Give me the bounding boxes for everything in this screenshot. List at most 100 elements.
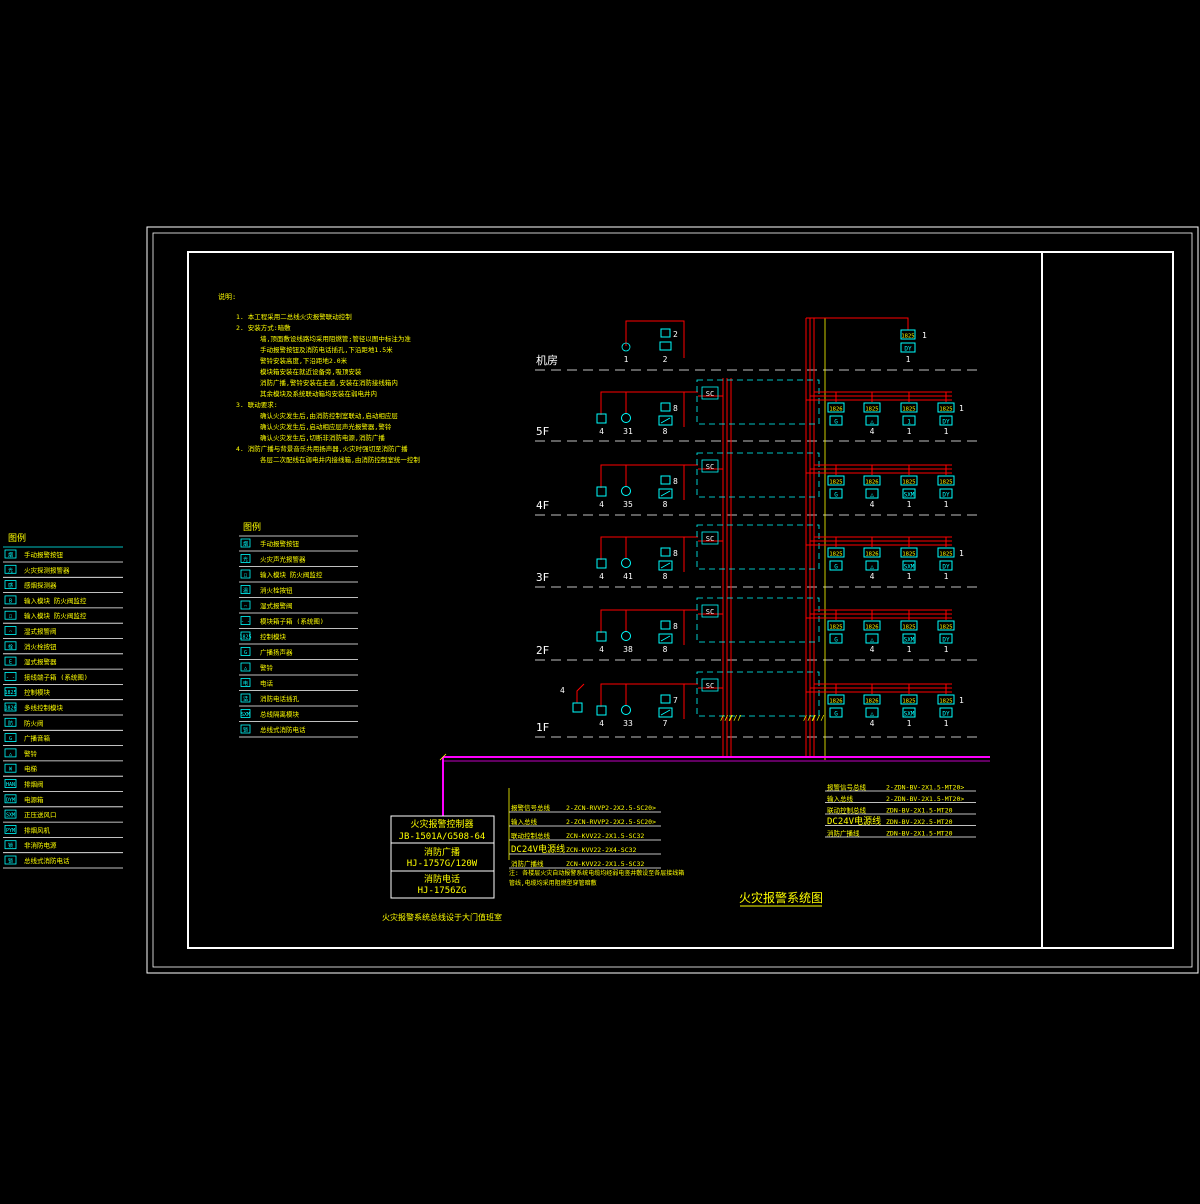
output-device: [829, 560, 843, 571]
left-cable-name: DC24V电源线: [511, 843, 565, 855]
output-device-count: 1: [944, 645, 949, 654]
output-device: [865, 707, 879, 718]
output-device: [865, 488, 879, 499]
legend-left-label: 接线端子箱 (系统图): [24, 672, 88, 681]
legend-left-symbol-box: [4, 656, 17, 666]
legend-left-label: 电梯: [24, 764, 38, 773]
legend-center-symbol: 话: [243, 696, 248, 703]
smoke-detector: [621, 558, 631, 568]
center-legend: 图例 烟手动报警按钮光火灾声光报警器□输入模块 防火阀监控温消火栓按钮⌒湿式报警…: [239, 521, 358, 738]
control-module: [900, 402, 918, 413]
output-device: [939, 707, 953, 718]
alarm-valve-slash: [660, 562, 671, 569]
output-device: [902, 633, 916, 644]
legend-left-symbol: PYM: [6, 828, 15, 834]
note-line: 墙,顶面敷设线路均采用阻燃管;管径以图中标注为准: [260, 334, 411, 343]
right-cable-spec: ZDN-BV-2X1.5-MT20: [886, 830, 953, 838]
legend-left-symbol: 栓: [8, 643, 13, 650]
legend-center-symbol-box: [240, 616, 251, 625]
legend-left-symbol-box: [4, 763, 17, 773]
manual-alarm-button: [596, 705, 607, 716]
control-module: [827, 694, 845, 705]
outer-frame: [146, 226, 1199, 974]
output-device-label: G: [834, 419, 838, 426]
left-cable-spec: ZCN-KVV22-2X4-SC32: [566, 846, 637, 854]
extra-branch: [576, 683, 585, 703]
left-cable-name: 消防广播线: [511, 859, 544, 868]
left-cable-spec: 2-ZCN-RVVP2-2X2.5-SC20>: [566, 818, 656, 826]
control-module-label: 1825: [902, 480, 915, 486]
input-module: [660, 547, 671, 557]
legend-center-label: 消防电话插孔: [260, 694, 300, 703]
control-module-label: 1825: [939, 407, 952, 413]
control-module-label: 1825: [865, 407, 878, 413]
output-device-label: SXM: [904, 492, 915, 499]
legend-center-label: 总线隔离模块: [260, 710, 300, 719]
row-end-count: 1: [959, 696, 964, 705]
output-device: [902, 415, 916, 426]
output-device-count: 1: [944, 427, 949, 436]
legend-center-symbol-box: [240, 678, 251, 687]
machine-room-dy-count: 1: [906, 355, 911, 364]
control-module-label: 1826: [829, 699, 842, 705]
output-device-label: DY: [942, 419, 950, 426]
machine-room-detector: [621, 342, 631, 352]
junction-box: [696, 597, 820, 643]
machine-room-right-label: 1825: [901, 334, 914, 340]
output-device-label: G: [834, 637, 838, 644]
legend-center-label: 模块箱子箱 (系统图): [260, 617, 324, 626]
phone-model: HJ-1756ZG: [418, 886, 467, 896]
output-device-label: 1: [907, 419, 911, 426]
legend-left-label: 正压送风口: [24, 810, 57, 819]
output-device-label: DY: [942, 492, 950, 499]
row-end-count: 1: [959, 549, 964, 558]
output-device-count: 4: [870, 719, 875, 728]
legend-left-symbol: HAN: [6, 782, 15, 788]
manual-alarm-count: 4: [599, 719, 604, 728]
broadcast-title: 消防广播: [424, 846, 460, 858]
floor-label: 4F: [536, 499, 549, 512]
right-cable-name: 联动控制总线: [827, 806, 867, 815]
legend-left-symbol: 防: [8, 720, 13, 727]
floor-loop-top: [600, 391, 698, 415]
riser-marker: ///: [803, 714, 816, 722]
control-module: [863, 475, 881, 486]
output-device: [829, 488, 843, 499]
output-device-label: G: [834, 492, 838, 499]
riser-marker: ///: [812, 714, 825, 722]
legend-left-symbol: - -: [6, 675, 15, 681]
alarm-valve-slash: [660, 635, 671, 642]
legend-left-symbol: DYM: [6, 797, 15, 803]
manual-alarm-count: 4: [599, 500, 604, 509]
output-device-label: △: [870, 637, 874, 644]
alarm-valve: [658, 560, 673, 571]
output-device: [939, 560, 953, 571]
input-module: [660, 694, 671, 704]
output-device-label: DY: [942, 637, 950, 644]
machine-room-loop: [625, 320, 685, 358]
output-device: [939, 415, 953, 426]
legend-center-symbol: ⌒: [244, 604, 247, 610]
output-device: [865, 415, 879, 426]
smoke-detector-count: 35: [623, 500, 633, 509]
alarm-valve-slash: [660, 490, 671, 497]
left-cable-spec: ZCN-KVV22-2X1.5-SC32: [566, 860, 644, 868]
floor-label: 2F: [536, 644, 549, 657]
output-device-label: DY: [942, 711, 950, 718]
right-cable-spec: 2-ZDN-BV-2X1.5-MT20>: [886, 784, 964, 792]
note-line: 各层二次配线在弱电井内接线箱,由消防控制室统一控制: [260, 455, 420, 464]
legend-center-symbol: - -: [241, 619, 250, 625]
control-module-label: 1825: [829, 552, 842, 558]
output-device-label: SXM: [904, 564, 915, 571]
output-device-label: △: [870, 419, 874, 426]
legend-center-symbol: 光: [243, 556, 248, 563]
right-cable-spec: ZDN-BV-2X2.5-MT20: [886, 818, 953, 826]
legend-center-symbol-box: [240, 693, 251, 703]
note-line: 2. 安装方式:暗敷: [236, 323, 291, 332]
floor-label: 机房: [536, 353, 558, 367]
output-device: [902, 707, 916, 718]
control-module-label: 1826: [865, 552, 878, 558]
legend-center-label: 电话: [260, 679, 274, 688]
note-line: 手动报警按钮及消防电话插孔,下沿距地1.5米: [260, 345, 393, 354]
